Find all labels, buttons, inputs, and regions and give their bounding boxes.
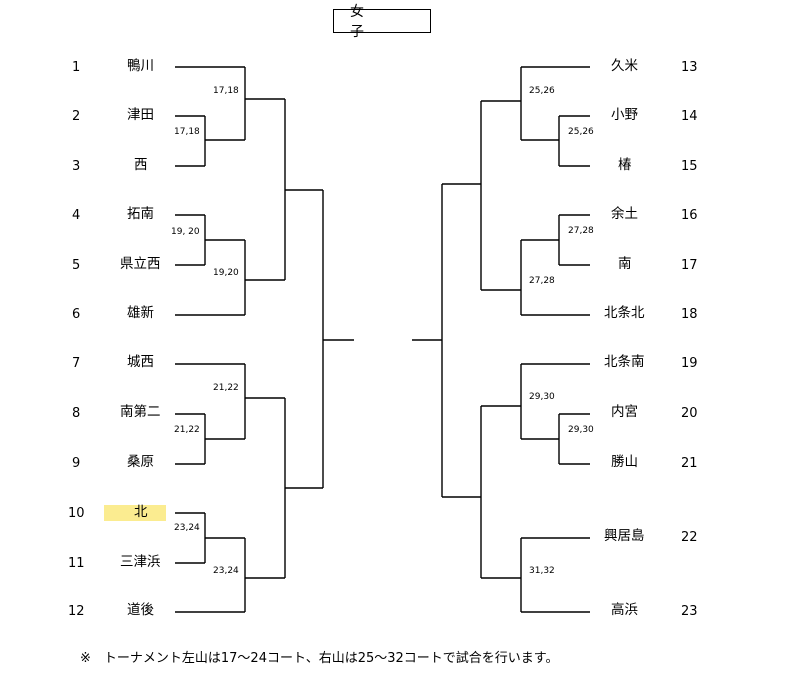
team-highlight [104, 505, 166, 521]
court-label-left-m1: 17,18 [213, 86, 239, 96]
left-team-11: 三津浜 [120, 554, 161, 570]
court-label-left-m7: 23,24 [174, 523, 200, 533]
court-label-right-m6: 29,30 [568, 425, 594, 435]
left-seed-2: 2 [72, 109, 81, 124]
right-seed-23: 23 [681, 604, 698, 619]
right-seed-19: 19 [681, 356, 698, 371]
right-team-13: 久米 [611, 58, 638, 74]
left-seed-5: 5 [72, 258, 81, 273]
left-seed-12: 12 [68, 604, 85, 619]
left-seed-4: 4 [72, 208, 81, 223]
left-seed-3: 3 [72, 159, 81, 174]
right-team-17: 南 [618, 256, 632, 272]
left-team-6: 雄新 [127, 305, 154, 321]
court-label-left-m8: 23,24 [213, 566, 239, 576]
right-seed-22: 22 [681, 530, 698, 545]
right-seed-16: 16 [681, 208, 698, 223]
court-label-right-m1: 25,26 [529, 86, 555, 96]
right-seed-13: 13 [681, 60, 698, 75]
left-seed-9: 9 [72, 456, 81, 471]
court-label-left-m3: 19, 20 [171, 227, 200, 237]
right-seed-17: 17 [681, 258, 698, 273]
court-label-left-m5: 21,22 [213, 383, 239, 393]
right-team-18: 北条北 [604, 305, 645, 321]
court-assignment-note: ※ トーナメント左山は17～24コート、右山は25～32コートで試合を行います。 [80, 651, 559, 666]
left-team-3: 西 [134, 157, 148, 173]
left-team-5: 県立西 [120, 256, 161, 272]
left-team-12: 道後 [127, 602, 154, 618]
left-seed-8: 8 [72, 406, 81, 421]
right-seed-20: 20 [681, 406, 698, 421]
left-team-7: 城西 [127, 354, 154, 370]
court-label-right-m2: 25,26 [568, 127, 594, 137]
left-team-9: 桑原 [127, 454, 154, 470]
court-label-left-m2: 17,18 [174, 127, 200, 137]
left-seed-6: 6 [72, 307, 81, 322]
court-label-left-m6: 21,22 [174, 425, 200, 435]
left-team-10: 北 [134, 504, 148, 520]
court-label-right-m3: 27,28 [568, 226, 594, 236]
left-team-2: 津田 [127, 107, 154, 123]
court-label-left-m4: 19,20 [213, 268, 239, 278]
right-team-21: 勝山 [611, 454, 638, 470]
left-team-4: 拓南 [127, 206, 154, 222]
right-seed-15: 15 [681, 159, 698, 174]
right-team-15: 椿 [618, 157, 632, 173]
right-team-19: 北条南 [604, 354, 645, 370]
court-label-right-m5: 29,30 [529, 392, 555, 402]
left-seed-7: 7 [72, 356, 81, 371]
left-team-8: 南第二 [120, 404, 161, 420]
court-label-right-m4: 27,28 [529, 276, 555, 286]
left-seed-10: 10 [68, 506, 85, 521]
right-team-14: 小野 [611, 107, 638, 123]
court-label-right-m7: 31,32 [529, 566, 555, 576]
left-team-1: 鴨川 [127, 58, 154, 74]
right-team-20: 内宮 [611, 404, 638, 420]
right-seed-21: 21 [681, 456, 698, 471]
right-team-16: 余土 [611, 206, 638, 222]
right-team-22: 興居島 [604, 528, 645, 544]
left-seed-11: 11 [68, 556, 85, 571]
right-team-23: 高浜 [611, 602, 638, 618]
right-seed-18: 18 [681, 307, 698, 322]
left-seed-1: 1 [72, 60, 81, 75]
right-seed-14: 14 [681, 109, 698, 124]
